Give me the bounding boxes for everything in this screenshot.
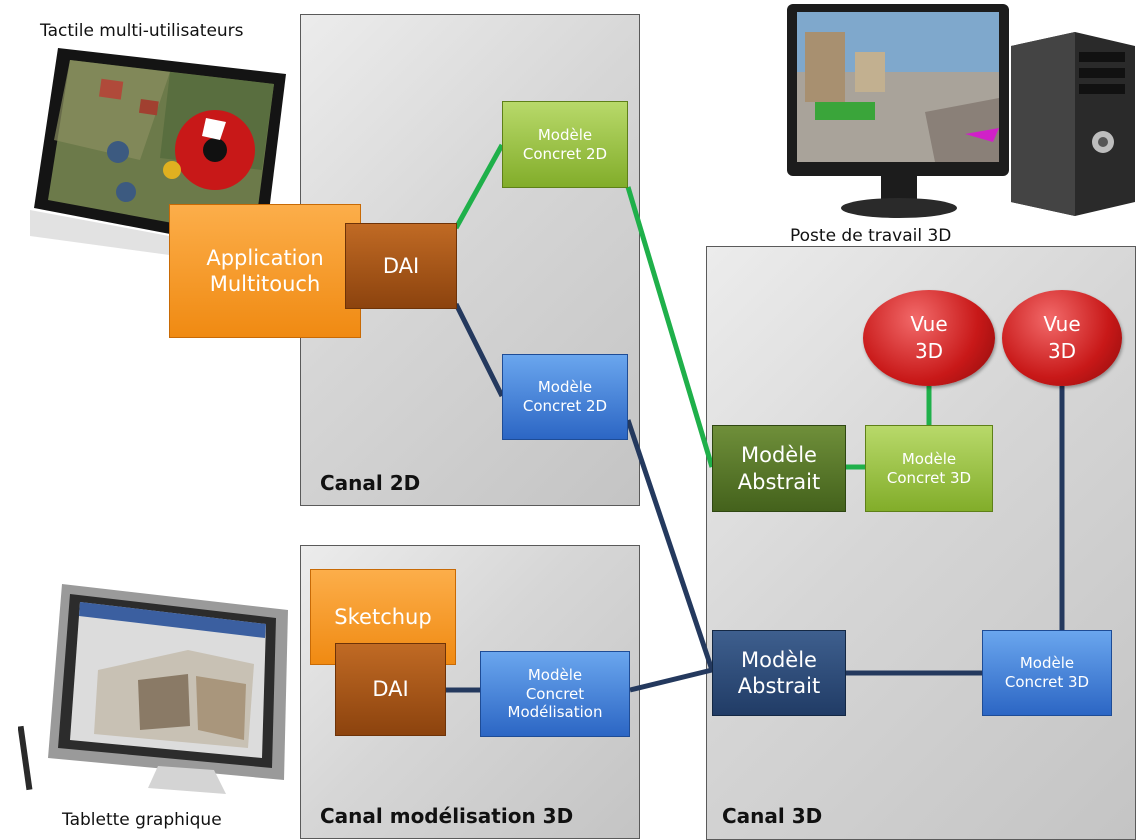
vue-3d-left-node: Vue 3D <box>863 290 995 386</box>
caption-tablette: Tablette graphique <box>62 810 222 830</box>
modele-abstrait-green-node: Modèle Abstrait <box>712 425 846 512</box>
application-multitouch-node: Application Multitouch <box>169 204 361 338</box>
modele-concret-3d-blue-node: Modèle Concret 3D <box>982 630 1112 716</box>
link-dai-mc2d-green <box>453 143 505 230</box>
canal-3d-label: Canal 3D <box>722 804 823 828</box>
modele-concret-2d-blue-node: Modèle Concret 2D <box>502 354 628 440</box>
graphics-tablet-image <box>18 584 288 794</box>
multitouch-table-image <box>30 48 286 266</box>
canal-modelisation-label: Canal modélisation 3D <box>320 804 574 828</box>
link-mc2d-blue-ma-blue <box>625 419 715 671</box>
dai-bottom-node: DAI <box>335 643 446 736</box>
modele-concret-3d-green-node: Modèle Concret 3D <box>865 425 993 512</box>
dai-top-node: DAI <box>345 223 457 309</box>
vue-3d-right-node: Vue 3D <box>1002 290 1122 386</box>
link-mc2d-green-ma-green <box>625 186 715 468</box>
link-dai-mc2d-blue <box>453 302 505 398</box>
caption-tactile: Tactile multi-utilisateurs <box>40 21 244 41</box>
canal-2d-label: Canal 2D <box>320 471 421 495</box>
modele-concret-modelisation-node: Modèle Concret Modélisation <box>480 651 630 737</box>
caption-poste: Poste de travail 3D <box>790 226 952 246</box>
modele-abstrait-blue-node: Modèle Abstrait <box>712 630 846 716</box>
workstation-3d-image <box>787 4 1135 218</box>
link-model-ma-blue <box>629 667 713 693</box>
modele-concret-2d-green-node: Modèle Concret 2D <box>502 101 628 188</box>
